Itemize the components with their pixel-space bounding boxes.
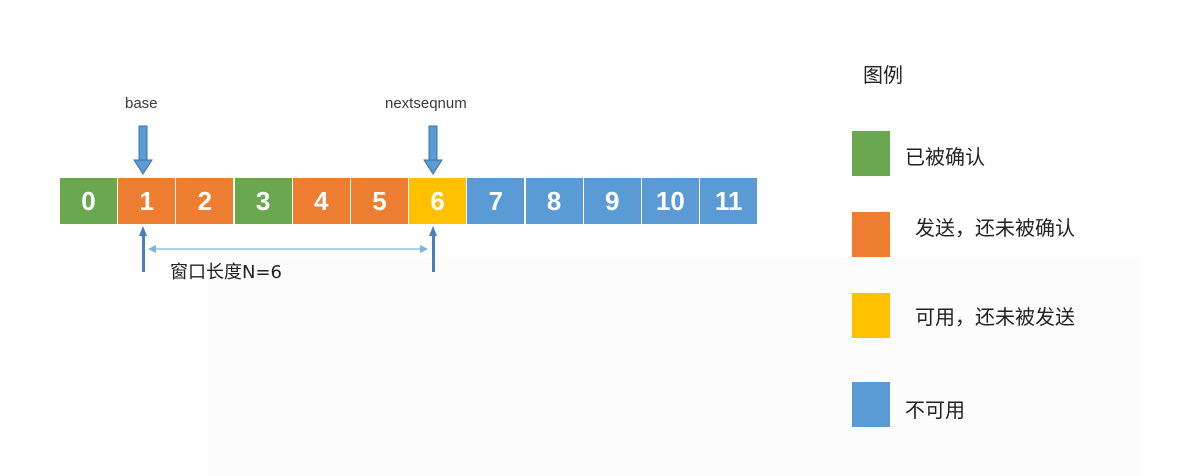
seq-cell-label: 7 <box>488 185 504 216</box>
nextseqnum-up-arrow <box>429 226 437 272</box>
seq-cell-label: 0 <box>81 185 96 216</box>
seq-cell: 8 <box>525 178 583 224</box>
base-pointer-label: base <box>125 95 158 112</box>
seq-cell: 10 <box>641 178 699 224</box>
seq-cell-label: 6 <box>430 185 445 216</box>
seq-cell: 11 <box>700 178 758 224</box>
seq-cell: 0 <box>60 178 117 224</box>
window-span-line <box>148 245 428 253</box>
seq-cell-label: 5 <box>372 185 387 216</box>
seq-cell: 4 <box>292 178 350 224</box>
seq-cell: 2 <box>176 178 234 224</box>
legend-swatch-unusable <box>852 382 890 427</box>
window-length-label: 窗口长度N=6 <box>170 262 282 283</box>
background-panel <box>208 258 1140 476</box>
seq-cell-label: 3 <box>255 185 271 216</box>
seq-cell: 5 <box>350 178 408 224</box>
seq-cell: 7 <box>467 178 525 224</box>
nextseqnum-pointer-label: nextseqnum <box>385 95 467 112</box>
legend-swatch-usable-unsent <box>852 293 890 338</box>
seq-cell-label: 1 <box>139 185 154 216</box>
nextseqnum-down-arrow <box>423 125 443 175</box>
seq-cell: 6 <box>409 178 467 224</box>
seq-cell: 1 <box>118 178 176 224</box>
legend-swatch-acked <box>852 131 890 176</box>
legend-label-sent-unacked: 发送，还未被确认 <box>915 216 1075 240</box>
seq-cell-label: 8 <box>546 185 562 216</box>
seq-cell: 3 <box>234 178 292 224</box>
sequence-number-row: 0 1 2 3 4 5 6 7 8 9 10 11 <box>60 178 758 224</box>
seq-cell-label: 2 <box>197 185 213 216</box>
legend-swatch-sent-unacked <box>852 212 890 257</box>
seq-cell-label: 10 <box>655 185 685 216</box>
legend-label-usable-unsent: 可用，还未被发送 <box>915 305 1075 329</box>
legend-label-acked: 已被确认 <box>905 145 985 169</box>
seq-cell: 9 <box>583 178 641 224</box>
legend-label-unusable: 不可用 <box>905 398 965 422</box>
seq-cell-label: 11 <box>714 185 743 216</box>
seq-cell-label: 4 <box>314 185 329 216</box>
base-up-arrow <box>139 226 147 272</box>
legend-title: 图例 <box>863 63 903 87</box>
base-down-arrow <box>133 125 153 175</box>
seq-cell-label: 9 <box>604 185 620 216</box>
